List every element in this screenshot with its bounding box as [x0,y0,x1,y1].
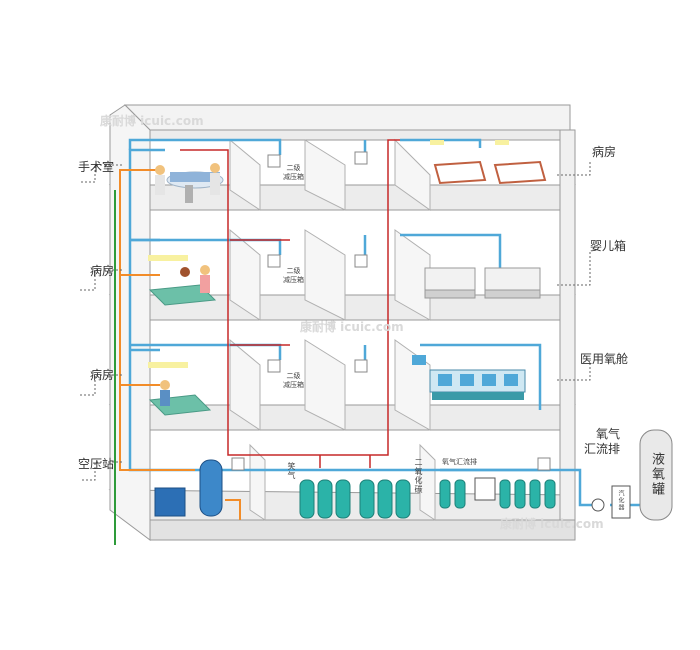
reducer-box-3-line1: 二级 [286,372,301,380]
label-vaporizer: 汽化器 [617,490,624,511]
label-liquid-oxygen-tank: 液氧罐 [649,452,664,497]
label-ward-right: 病房 [592,145,617,159]
liquid-oxygen-tank-shape [639,429,673,521]
incubators [424,267,541,299]
air-compressor [154,459,223,517]
ward-3-scene [148,362,212,416]
hyperbaric-chamber-unit [412,355,526,400]
label-manifold-line1: 氧气 [596,427,621,441]
operating-room-scene [155,163,224,203]
red-pipes [180,139,400,468]
gas-cylinders [299,477,556,519]
oxygen-pipes [128,138,640,507]
interior-walls [229,138,436,521]
reducer-box-1-line2: 减压箱 [283,173,304,181]
leader-lines [80,160,591,481]
label-reducer-box-2: 二级 减压箱 [283,267,304,285]
label-nitrous-oxide: 笑气 [287,462,296,480]
vaporizer-unit [591,485,631,519]
right-ward-beds [430,140,547,185]
watermark-1: 康耐博 icuic.com [100,114,204,128]
label-carbon-dioxide: 二氧化碳 [414,458,423,494]
reducer-box-1-line1: 二级 [286,164,301,172]
air-pipes [119,169,241,520]
label-reducer-box-3: 二级 减压箱 [283,372,304,390]
watermark-2: 康耐博 icuic.com [300,320,404,334]
ward-2-scene [148,255,217,306]
reducer-box-2-line1: 二级 [286,267,301,275]
reducer-box-3-line2: 减压箱 [283,381,304,389]
label-incubator: 婴儿箱 [590,239,627,253]
label-ward-2: 病房 [90,264,115,278]
label-oxygen-manifold: 氧气汇流排 [442,458,477,466]
reducer-boxes [231,151,551,471]
label-air-compressor-station: 空压站 [78,457,115,471]
label-reducer-box-1: 二级 减压箱 [283,164,304,182]
watermark-3: 康耐博 icuic.com [500,517,604,531]
label-hyperbaric-chamber: 医用氧舱 [580,352,629,366]
label-operating-room: 手术室 [78,160,115,174]
label-manifold-line2: 汇流排 [584,442,621,456]
label-ward-3: 病房 [90,368,115,382]
reducer-box-2-line2: 减压箱 [283,276,304,284]
